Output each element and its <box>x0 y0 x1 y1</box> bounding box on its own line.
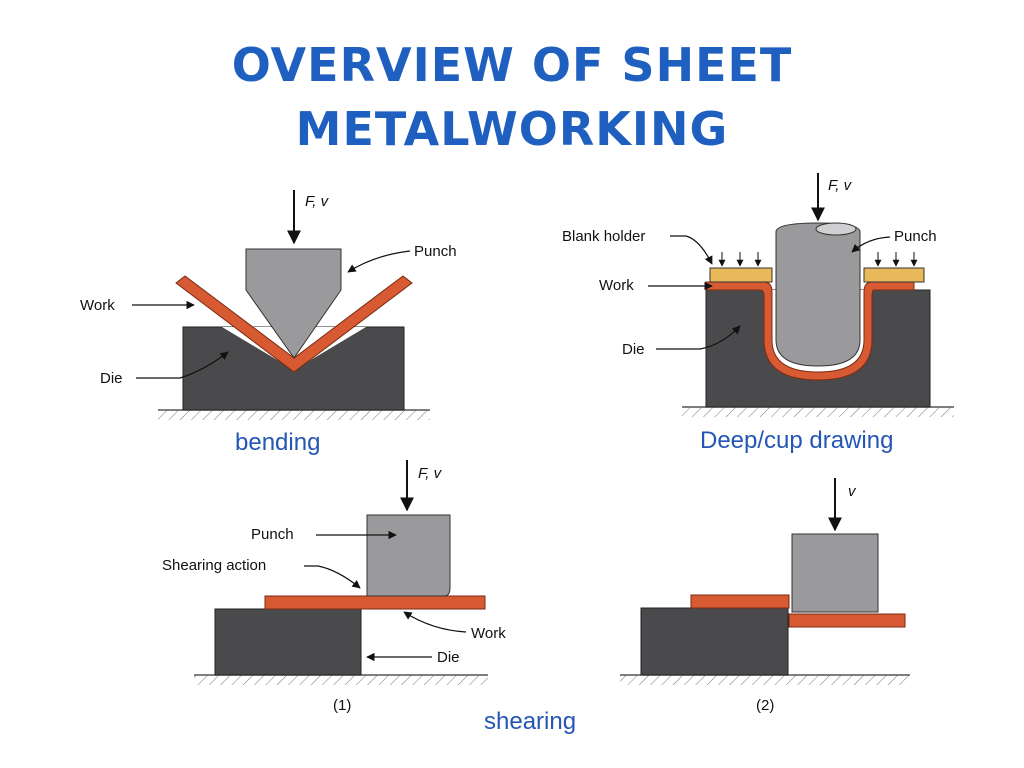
shearing-1-punch <box>366 514 451 597</box>
shearing-1-action-label: Shearing action <box>162 557 266 574</box>
shearing-2-work-left <box>690 594 790 609</box>
bending-punch <box>245 248 342 359</box>
shearing-1-die <box>214 608 362 676</box>
deep-drawing-punch-label: Punch <box>894 228 937 245</box>
bending-diagram: F, v Punch Work Die bending <box>80 190 457 456</box>
shearing-step-1-diagram: F, v Punch Shearing action Work Die (1) <box>162 460 506 714</box>
deep-drawing-die-leader <box>656 325 741 350</box>
bending-punch-leader <box>347 250 411 273</box>
deep-drawing-punch-top <box>815 222 857 236</box>
deep-drawing-blank-holder-label: Blank holder <box>562 228 645 245</box>
deep-drawing-punch-leader <box>851 236 891 253</box>
bending-force-label: F, v <box>305 193 330 210</box>
deep-drawing-work-label: Work <box>599 277 634 294</box>
deep-drawing-punch <box>775 222 861 367</box>
shearing-2-work-right <box>788 613 906 628</box>
bending-work-label: Work <box>80 297 115 314</box>
shearing-2-punch <box>791 533 879 613</box>
shearing-1-punch-label: Punch <box>251 526 294 543</box>
deep-drawing-die-label: Die <box>622 341 645 358</box>
deep-drawing-blank-holder-leader <box>670 235 713 265</box>
shearing-step-1-label: (1) <box>333 697 351 714</box>
shearing-1-force-label: F, v <box>418 465 443 482</box>
deep-drawing-work <box>705 281 915 381</box>
bending-caption: bending <box>235 429 320 456</box>
shearing-1-die-label: Die <box>437 649 460 666</box>
shearing-step-2-label: (2) <box>756 697 774 714</box>
shearing-2-velocity-label: v <box>848 483 857 500</box>
bending-die-leader <box>136 351 229 379</box>
deep-drawing-diagram: F, v Blank holder Punch Work Die Deep/cu… <box>562 173 954 454</box>
shearing-2-die <box>640 607 789 676</box>
shearing-caption: shearing <box>484 708 576 735</box>
page-title-line-2: METALWORKING <box>295 102 729 156</box>
bending-punch-label: Punch <box>414 243 457 260</box>
shearing-1-work-label: Work <box>471 625 506 642</box>
shearing-1-action-leader <box>304 565 361 589</box>
deep-drawing-blank-holder-left <box>709 267 773 283</box>
shearing-step-2-diagram: v (2) <box>620 478 910 714</box>
deep-drawing-caption: Deep/cup drawing <box>700 427 893 454</box>
page-title-line-1: OVERVIEW OF SHEET <box>231 38 793 92</box>
bending-die-label: Die <box>100 370 123 387</box>
shearing-2-ground-hatch <box>620 675 910 685</box>
deep-drawing-force-label: F, v <box>828 177 853 194</box>
shearing-1-work <box>264 595 486 610</box>
bending-work <box>175 275 413 373</box>
shearing-1-work-leader <box>403 611 467 633</box>
deep-drawing-blank-holder-right <box>863 267 925 283</box>
bending-ground-hatch <box>158 410 430 420</box>
deep-drawing-ground-hatch <box>682 407 954 417</box>
shearing-1-ground-hatch <box>194 675 488 685</box>
